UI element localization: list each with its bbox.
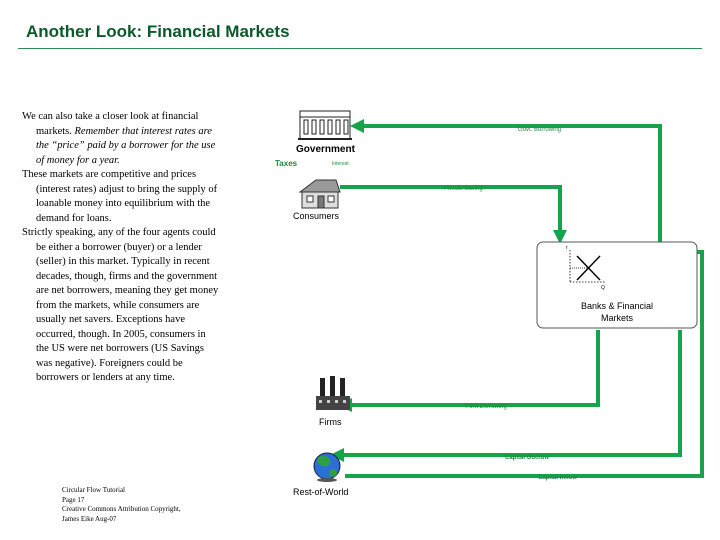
footer-line-4: James Eike Aug-07 xyxy=(62,514,117,523)
arrowhead-capital-outflow xyxy=(330,448,344,462)
consumers-label: Consumers xyxy=(293,211,340,221)
govt-borrowing-label: Govt. Borrowing xyxy=(518,127,561,133)
capital-outflow-flow xyxy=(342,330,682,457)
banks-label-line-1: Banks & Financial xyxy=(581,301,653,311)
govt-borrowing-flow xyxy=(362,124,662,242)
paragraph-1-plain: We can also take a closer look at financ… xyxy=(22,111,199,137)
arrowhead-govt xyxy=(350,119,364,133)
paragraph-3: Strictly speaking, any of the four agent… xyxy=(22,227,219,383)
rest-of-world-label: Rest-of-World xyxy=(293,487,348,497)
capital-inflow-label: Capital Inflow xyxy=(538,475,577,481)
paragraph-1: We can also take a closer look at financ… xyxy=(22,110,220,168)
paragraph-2: These markets are competitive and prices… xyxy=(22,169,218,224)
mini-graph-y-label: r xyxy=(566,245,568,251)
slide-title: Another Look: Financial Markets xyxy=(26,22,290,41)
private-saving-flow xyxy=(340,185,562,232)
firm-borrowing-flow xyxy=(350,330,600,407)
taxes-label: Taxes xyxy=(275,159,298,168)
house-icon xyxy=(298,179,341,209)
title-underline xyxy=(18,48,702,49)
footer-line-3: Creative Commons Attribution Copyright, xyxy=(62,505,181,513)
capital-outflow-label: Capital Outflow xyxy=(505,455,549,461)
banks-box xyxy=(536,241,698,329)
footer-line-2: Page 17 xyxy=(62,495,85,504)
government-label: Government xyxy=(296,144,356,155)
banks-label-line-2: Markets xyxy=(601,313,634,323)
firm-borrowing-label: Firm Borrowing xyxy=(466,404,507,410)
footer-line-1: Circular Flow Tutorial xyxy=(62,486,126,494)
arrowhead-saving xyxy=(553,230,567,244)
body-text: We can also take a closer look at financ… xyxy=(22,110,220,386)
mini-graph-x-label: Q xyxy=(601,285,605,291)
private-saving-label: Private Saving xyxy=(444,186,483,192)
interest-label: Interest xyxy=(332,161,349,167)
supply-demand-mini-graph-icon xyxy=(569,250,605,283)
government-building-icon xyxy=(298,110,352,140)
factory-icon xyxy=(316,376,350,410)
paragraph-1-italic: Remember that interest rates are the “pr… xyxy=(36,125,216,166)
firms-label: Firms xyxy=(319,417,342,427)
globe-icon xyxy=(313,452,341,482)
footer-credit: Circular Flow Tutorial Page 17 Creative … xyxy=(62,486,181,524)
